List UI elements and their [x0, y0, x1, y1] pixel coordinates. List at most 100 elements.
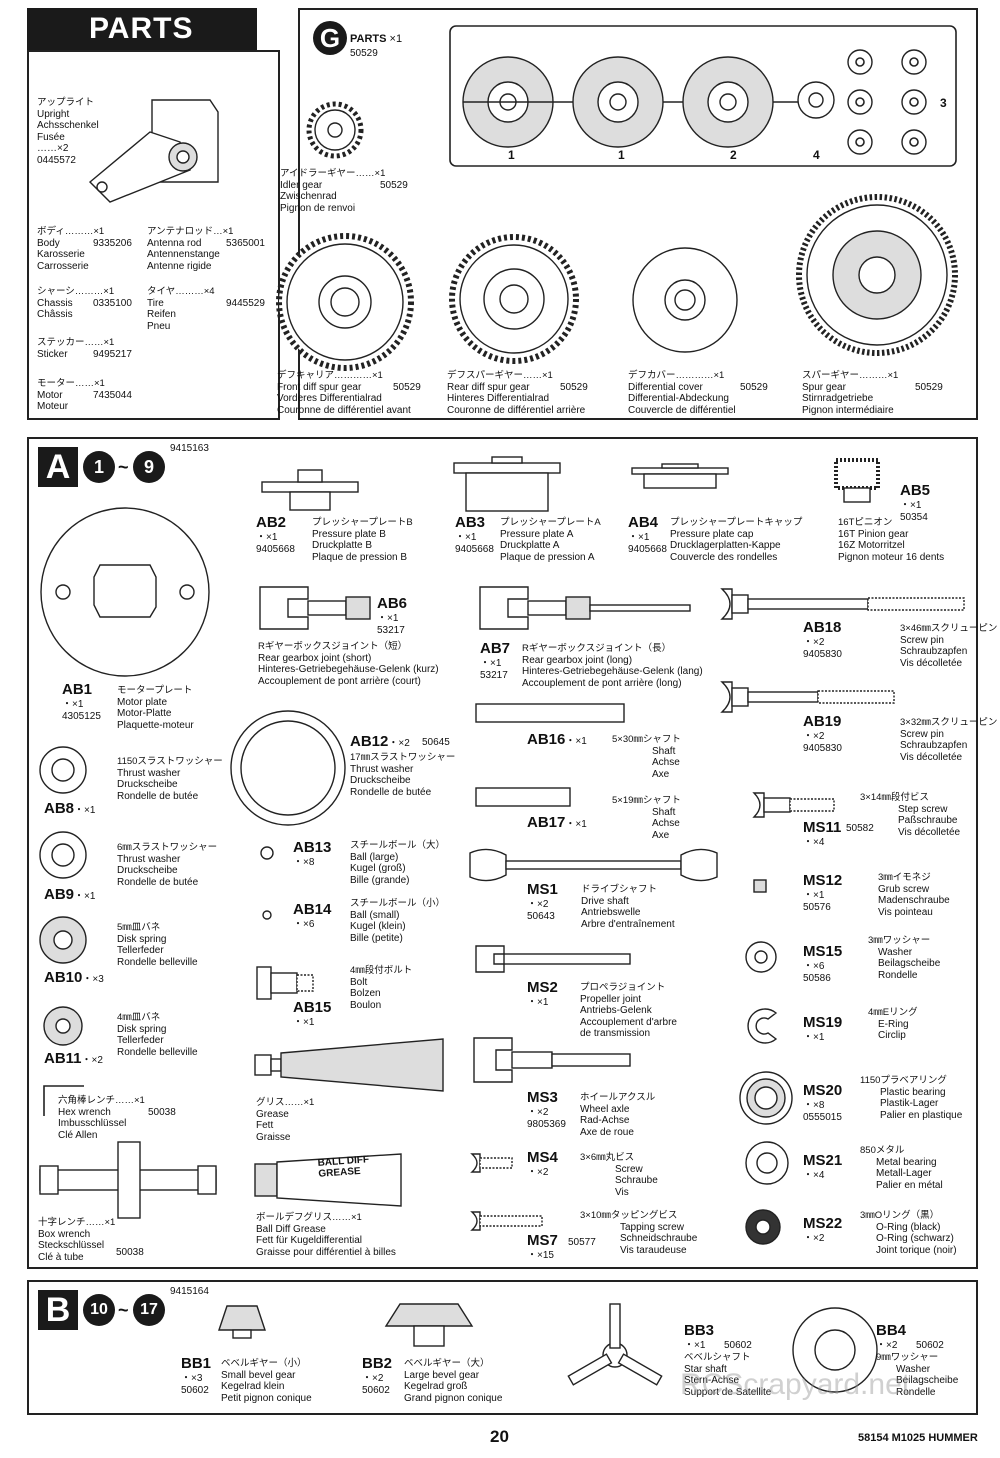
motor-number: 7435044 [93, 390, 132, 401]
page-title: PARTS [89, 12, 194, 45]
bb3-number: 50602 [724, 1340, 752, 1351]
g-parts-runner [449, 25, 957, 167]
g-parts-box [298, 8, 978, 420]
rear-gearbox-joint-long-image [479, 586, 691, 630]
ms11-code: MS11 [803, 819, 842, 836]
wheel-axle-image [473, 1037, 631, 1083]
ab13-label: スチールボール（大）Ball (large)Kugel (groß)Bille … [350, 840, 446, 886]
bb2-code: BB2 [362, 1355, 393, 1372]
antenna-number: 5365001 [226, 238, 265, 249]
step-b-tilde: ~ [118, 1300, 129, 1320]
ms7-number: 50577 [568, 1237, 596, 1248]
shaft-5x19-image [475, 787, 571, 807]
step-1-icon [83, 451, 115, 483]
ms21-qty: ・×4 [803, 1170, 825, 1181]
sticker-number: 9495217 [93, 349, 132, 360]
ab19-code: AB19 [803, 713, 842, 730]
section-a-box [27, 437, 978, 1269]
ab12-number: 50645 [422, 737, 450, 748]
ms19-qty: ・×1 [803, 1032, 825, 1043]
screw-pin-32-image [720, 681, 895, 713]
steel-ball-small-image [262, 910, 272, 920]
ms11-number: 50582 [846, 823, 874, 834]
ms21-code: MS21 [803, 1152, 843, 1169]
g-bag-icon: G [313, 21, 347, 55]
grub-screw-image [753, 879, 767, 893]
ms7-qty: ・×15 [527, 1250, 554, 1261]
ms15-code: MS15 [803, 943, 843, 960]
diff-cover-number: 50529 [740, 382, 768, 393]
pressure-plate-a-image [453, 456, 561, 512]
step-b-start: 10 [90, 1301, 108, 1318]
ab18-code: AB18 [803, 619, 842, 636]
bb3-qty: ・×1 [684, 1340, 706, 1351]
drive-shaft-image [469, 848, 718, 882]
rear-gearbox-joint-short-image [259, 586, 371, 630]
idler-gear-number: 50529 [380, 180, 408, 191]
disk-spring-4mm-image [43, 1006, 83, 1046]
tapping-screw-image [470, 1211, 543, 1231]
ab8-code: AB8・×1 [44, 800, 96, 817]
ab6-code: AB6 [377, 595, 408, 612]
g-bag-number: 50529 [350, 48, 378, 59]
hex-wrench-number: 50038 [148, 1107, 176, 1118]
small-bevel-gear-image [218, 1305, 266, 1339]
ab12-code: AB12・×2 [350, 733, 410, 750]
rear-diff-number: 50529 [560, 382, 588, 393]
ms22-qty: ・×2 [803, 1233, 825, 1244]
parts-header: PARTS [27, 8, 257, 50]
ms19-code: MS19 [803, 1014, 843, 1031]
bb4-number: 50602 [916, 1340, 944, 1351]
runner-number-1a: 1 [508, 148, 515, 162]
step-a-end: 9 [143, 457, 154, 477]
plastic-bearing-image [739, 1071, 793, 1125]
step-bolt-image [256, 966, 314, 1000]
ab1-code: AB1 [62, 681, 93, 698]
disk-spring-5mm-image [39, 916, 87, 964]
ab7-label: Rギヤーボックスジョイント（長）Rear gearbox joint (long… [522, 643, 703, 689]
e-ring-image [747, 1008, 778, 1044]
bb3-code: BB3 [684, 1322, 715, 1339]
ab17-code: AB17・×1 [527, 814, 587, 831]
ab11-code: AB11・×2 [44, 1050, 103, 1067]
ms20-code: MS20 [803, 1082, 843, 1099]
differential-cover-image [632, 247, 738, 353]
ms3-code: MS3 [527, 1089, 558, 1106]
step-10-icon [83, 1294, 115, 1326]
box-wrench-number: 50038 [116, 1247, 144, 1258]
washer-3mm-image [745, 941, 777, 973]
section-b-box [27, 1280, 978, 1415]
ab16-code: AB16・×1 [527, 731, 587, 748]
ab2-code: AB2 [256, 514, 287, 531]
